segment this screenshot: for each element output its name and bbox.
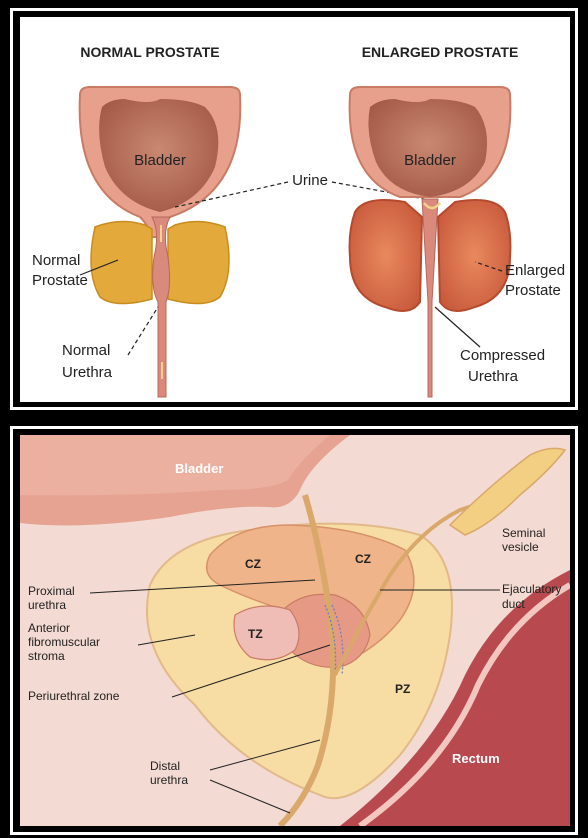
label-cz-right: CZ [355, 552, 371, 566]
title-normal-prostate: NORMAL PROSTATE [80, 44, 219, 60]
enlarged-prostate-right-lobe [438, 200, 510, 311]
prostate-comparison-panel: NORMAL PROSTATE ENLARGED PROSTATE Bladde… [20, 17, 570, 402]
prostate-zones-panel: Bladder CZ CZ TZ PZ Rectum Seminal vesic… [20, 435, 570, 826]
enlarged-prostate-left-lobe [350, 200, 422, 311]
normal-urethra-leader [128, 307, 158, 355]
label-seminal-vesicle-1: Seminal [502, 526, 545, 540]
label-enlarged-prostate-2: Prostate [505, 282, 561, 299]
label-compressed-urethra-2: Urethra [468, 368, 519, 385]
label-normal-prostate-1: Normal [32, 252, 80, 269]
prostate-comparison-illustration: NORMAL PROSTATE ENLARGED PROSTATE Bladde… [20, 17, 570, 402]
label-bladder: Bladder [175, 461, 223, 476]
label-rectum: Rectum [452, 751, 500, 766]
label-normal-prostate-2: Prostate [32, 272, 88, 289]
label-ejaculatory-duct-1: Ejaculatory [502, 582, 561, 596]
label-periurethral-zone: Periurethral zone [28, 689, 120, 703]
label-bladder-right: Bladder [404, 152, 456, 169]
label-anterior-stroma-3: stroma [28, 649, 65, 663]
label-enlarged-prostate-1: Enlarged [505, 262, 565, 279]
label-bladder-left: Bladder [134, 152, 186, 169]
enlarged-bladder [350, 87, 511, 197]
label-cz-left: CZ [245, 557, 261, 571]
label-anterior-stroma-2: fibromuscular [28, 635, 100, 649]
label-compressed-urethra-1: Compressed [460, 347, 545, 364]
label-tz: TZ [248, 627, 263, 641]
label-seminal-vesicle-2: vesicle [502, 540, 539, 554]
label-pz: PZ [395, 682, 410, 696]
label-normal-urethra-2: Urethra [62, 364, 113, 381]
label-distal-urethra-2: urethra [150, 773, 188, 787]
normal-prostate-left-lobe [91, 221, 152, 303]
label-distal-urethra-1: Distal [150, 759, 180, 773]
prostate-zones-illustration: Bladder CZ CZ TZ PZ Rectum Seminal vesic… [20, 435, 570, 826]
label-proximal-urethra-2: urethra [28, 598, 66, 612]
title-enlarged-prostate: ENLARGED PROSTATE [362, 44, 519, 60]
compressed-urethra [422, 199, 438, 397]
label-urine: Urine [292, 172, 328, 189]
normal-prostate-right-lobe [168, 221, 229, 303]
label-normal-urethra-1: Normal [62, 342, 110, 359]
label-ejaculatory-duct-2: duct [502, 597, 525, 611]
label-anterior-stroma-1: Anterior [28, 621, 70, 635]
label-proximal-urethra-1: Proximal [28, 584, 75, 598]
compressed-urethra-leader [435, 307, 480, 347]
